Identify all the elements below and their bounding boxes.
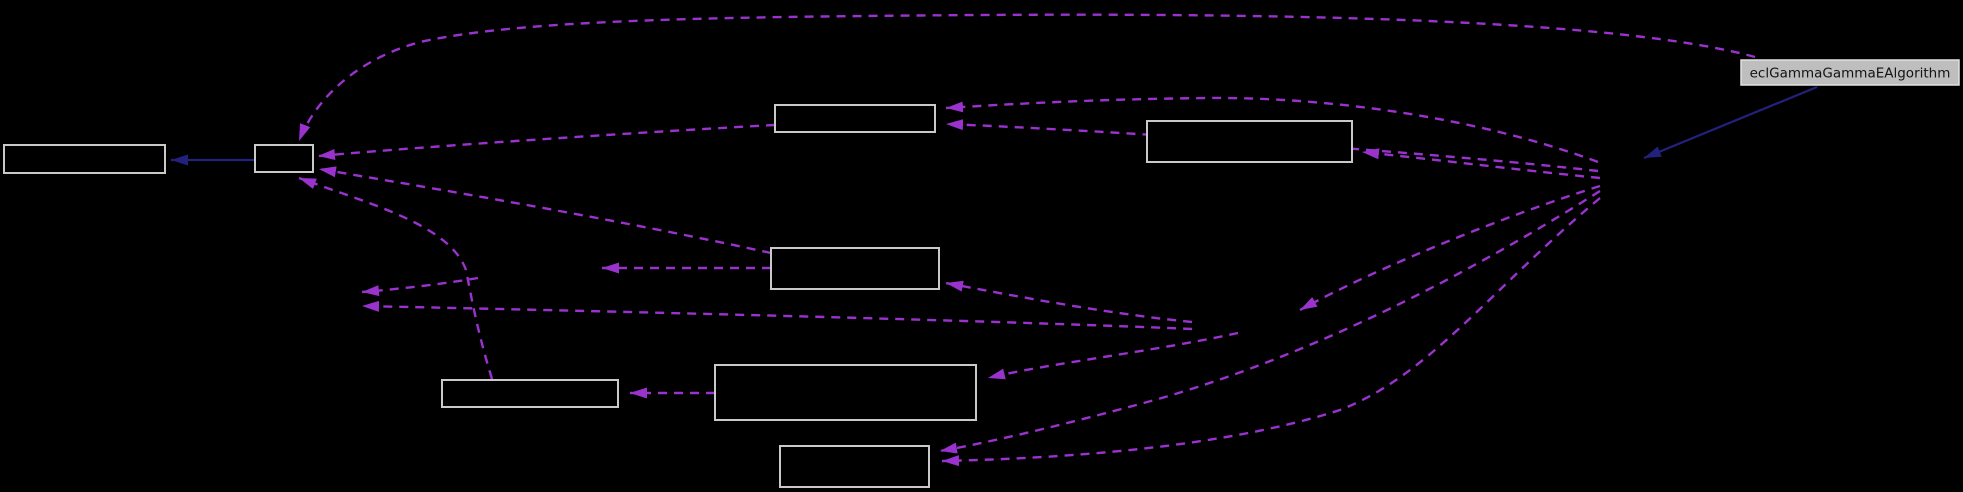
usage-edge-2 [318,166,772,255]
usage-edge-3 [298,176,494,380]
usage-edge-15 [361,276,479,297]
graph-node-7[interactable] [779,445,930,488]
graph-node-2[interactable] [774,104,936,133]
main-node-box[interactable] [1740,59,1960,86]
inheritance-edge-1 [1643,85,1818,160]
graph-node-4[interactable] [770,247,940,290]
usage-edge-4 [945,96,1599,164]
graph-node-3[interactable] [1146,120,1353,163]
graph-node-5[interactable] [441,379,619,408]
main-node-label: eclGammaGammaEAlgorithm [1750,66,1951,82]
usage-edge-9 [941,197,1601,467]
usage-edge-6 [1361,148,1601,180]
graph-node-0[interactable] [3,144,166,174]
usage-edge-1 [317,123,776,160]
usage-edge-12 [361,300,1193,331]
usage-edge-11 [987,331,1239,380]
usage-edge-0 [297,13,1756,142]
graph-node-6[interactable] [714,364,977,421]
usage-edge-7 [1299,184,1601,312]
graph-node-1[interactable] [254,144,314,173]
nodes-layer: eclGammaGammaEAlgorithm [3,59,1960,488]
